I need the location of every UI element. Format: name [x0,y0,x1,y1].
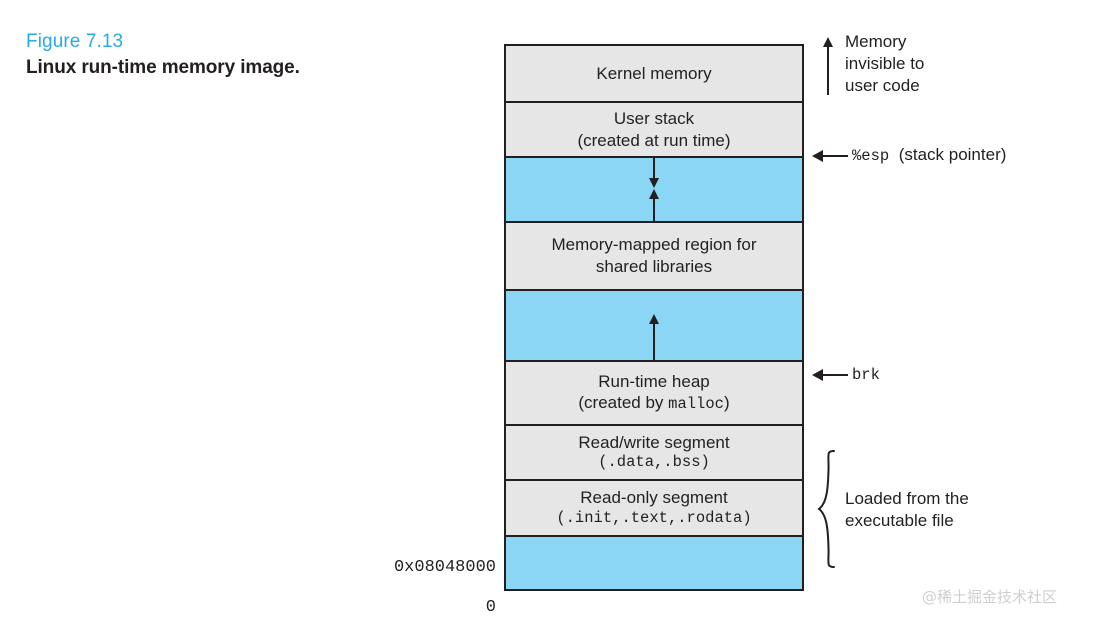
figure-number: Figure 7.13 [26,31,124,52]
kernel-note-line-1: Memory [845,32,907,51]
band-read-only-label: Read-only segment [580,488,728,508]
kernel-note-line-3: user code [845,76,920,96]
band-kernel-memory-label: Kernel memory [596,63,712,83]
loaded-segments-brace-icon [817,450,835,568]
heap-sub-post: ) [723,393,730,413]
band-read-write-label: Read/write segment [578,432,730,452]
band-user-stack-label: User stack [613,108,695,128]
brk-label: brk [852,366,880,384]
band-kernel-memory: Kernel memory [506,46,802,103]
band-heap-growth-gap [506,291,802,362]
address-label-column: 0x08048000 0 [300,0,496,638]
band-run-time-heap-sublabel: (created by malloc) [578,392,729,415]
kernel-memory-up-arrow-icon [822,37,834,95]
kernel-note-line-2: invisible to [845,54,925,74]
figure-title: Linux run-time memory image. [26,56,300,78]
esp-pointer-arrow-icon [812,150,848,162]
memory-layout-diagram: Kernel memory User stack (created at run… [504,44,804,591]
band-run-time-heap: Run-time heap (created by malloc) [506,362,802,426]
address-label-zero: 0 [485,598,496,617]
brk-annotation: brk [852,363,880,385]
band-memory-mapped-label: Memory-mapped region for [551,235,757,255]
band-read-only-segment: Read-only segment (.init,.text,.rodata) [506,481,802,537]
band-memory-mapped-sublabel: shared libraries [595,257,713,276]
loaded-note-line-1: Loaded from the [845,489,969,508]
address-label-text-start: 0x08048000 [393,558,496,577]
band-memory-mapped-region: Memory-mapped region for shared librarie… [506,223,802,291]
band-reserved-bottom [506,537,802,589]
esp-annotation: %esp (stack pointer) [852,144,1006,166]
brk-pointer-arrow-icon [812,369,848,381]
loaded-note-line-2: executable file [845,511,954,531]
heap-sub-malloc: malloc [668,395,724,414]
band-read-write-segment: Read/write segment (.data,.bss) [506,426,802,481]
band-run-time-heap-label: Run-time heap [598,371,710,391]
watermark: @稀土掘金技术社区 [922,588,1058,606]
band-stack-growth-gap [506,158,802,223]
esp-description: (stack pointer) [898,145,1007,164]
esp-register-label: %esp [852,147,890,165]
band-user-stack-sublabel: (created at run time) [577,130,731,150]
heap-sub-pre: (created by [578,393,669,413]
kernel-memory-note: Memory invisible to user code [845,31,924,97]
band-read-only-sections: (.init,.text,.rodata) [556,508,752,527]
band-read-write-sections: (.data,.bss) [598,453,710,472]
loaded-from-executable-note: Loaded from the executable file [845,488,969,532]
figure-caption: Figure 7.13 Linux run-time memory image. [26,30,326,80]
band-user-stack: User stack (created at run time) [506,103,802,158]
